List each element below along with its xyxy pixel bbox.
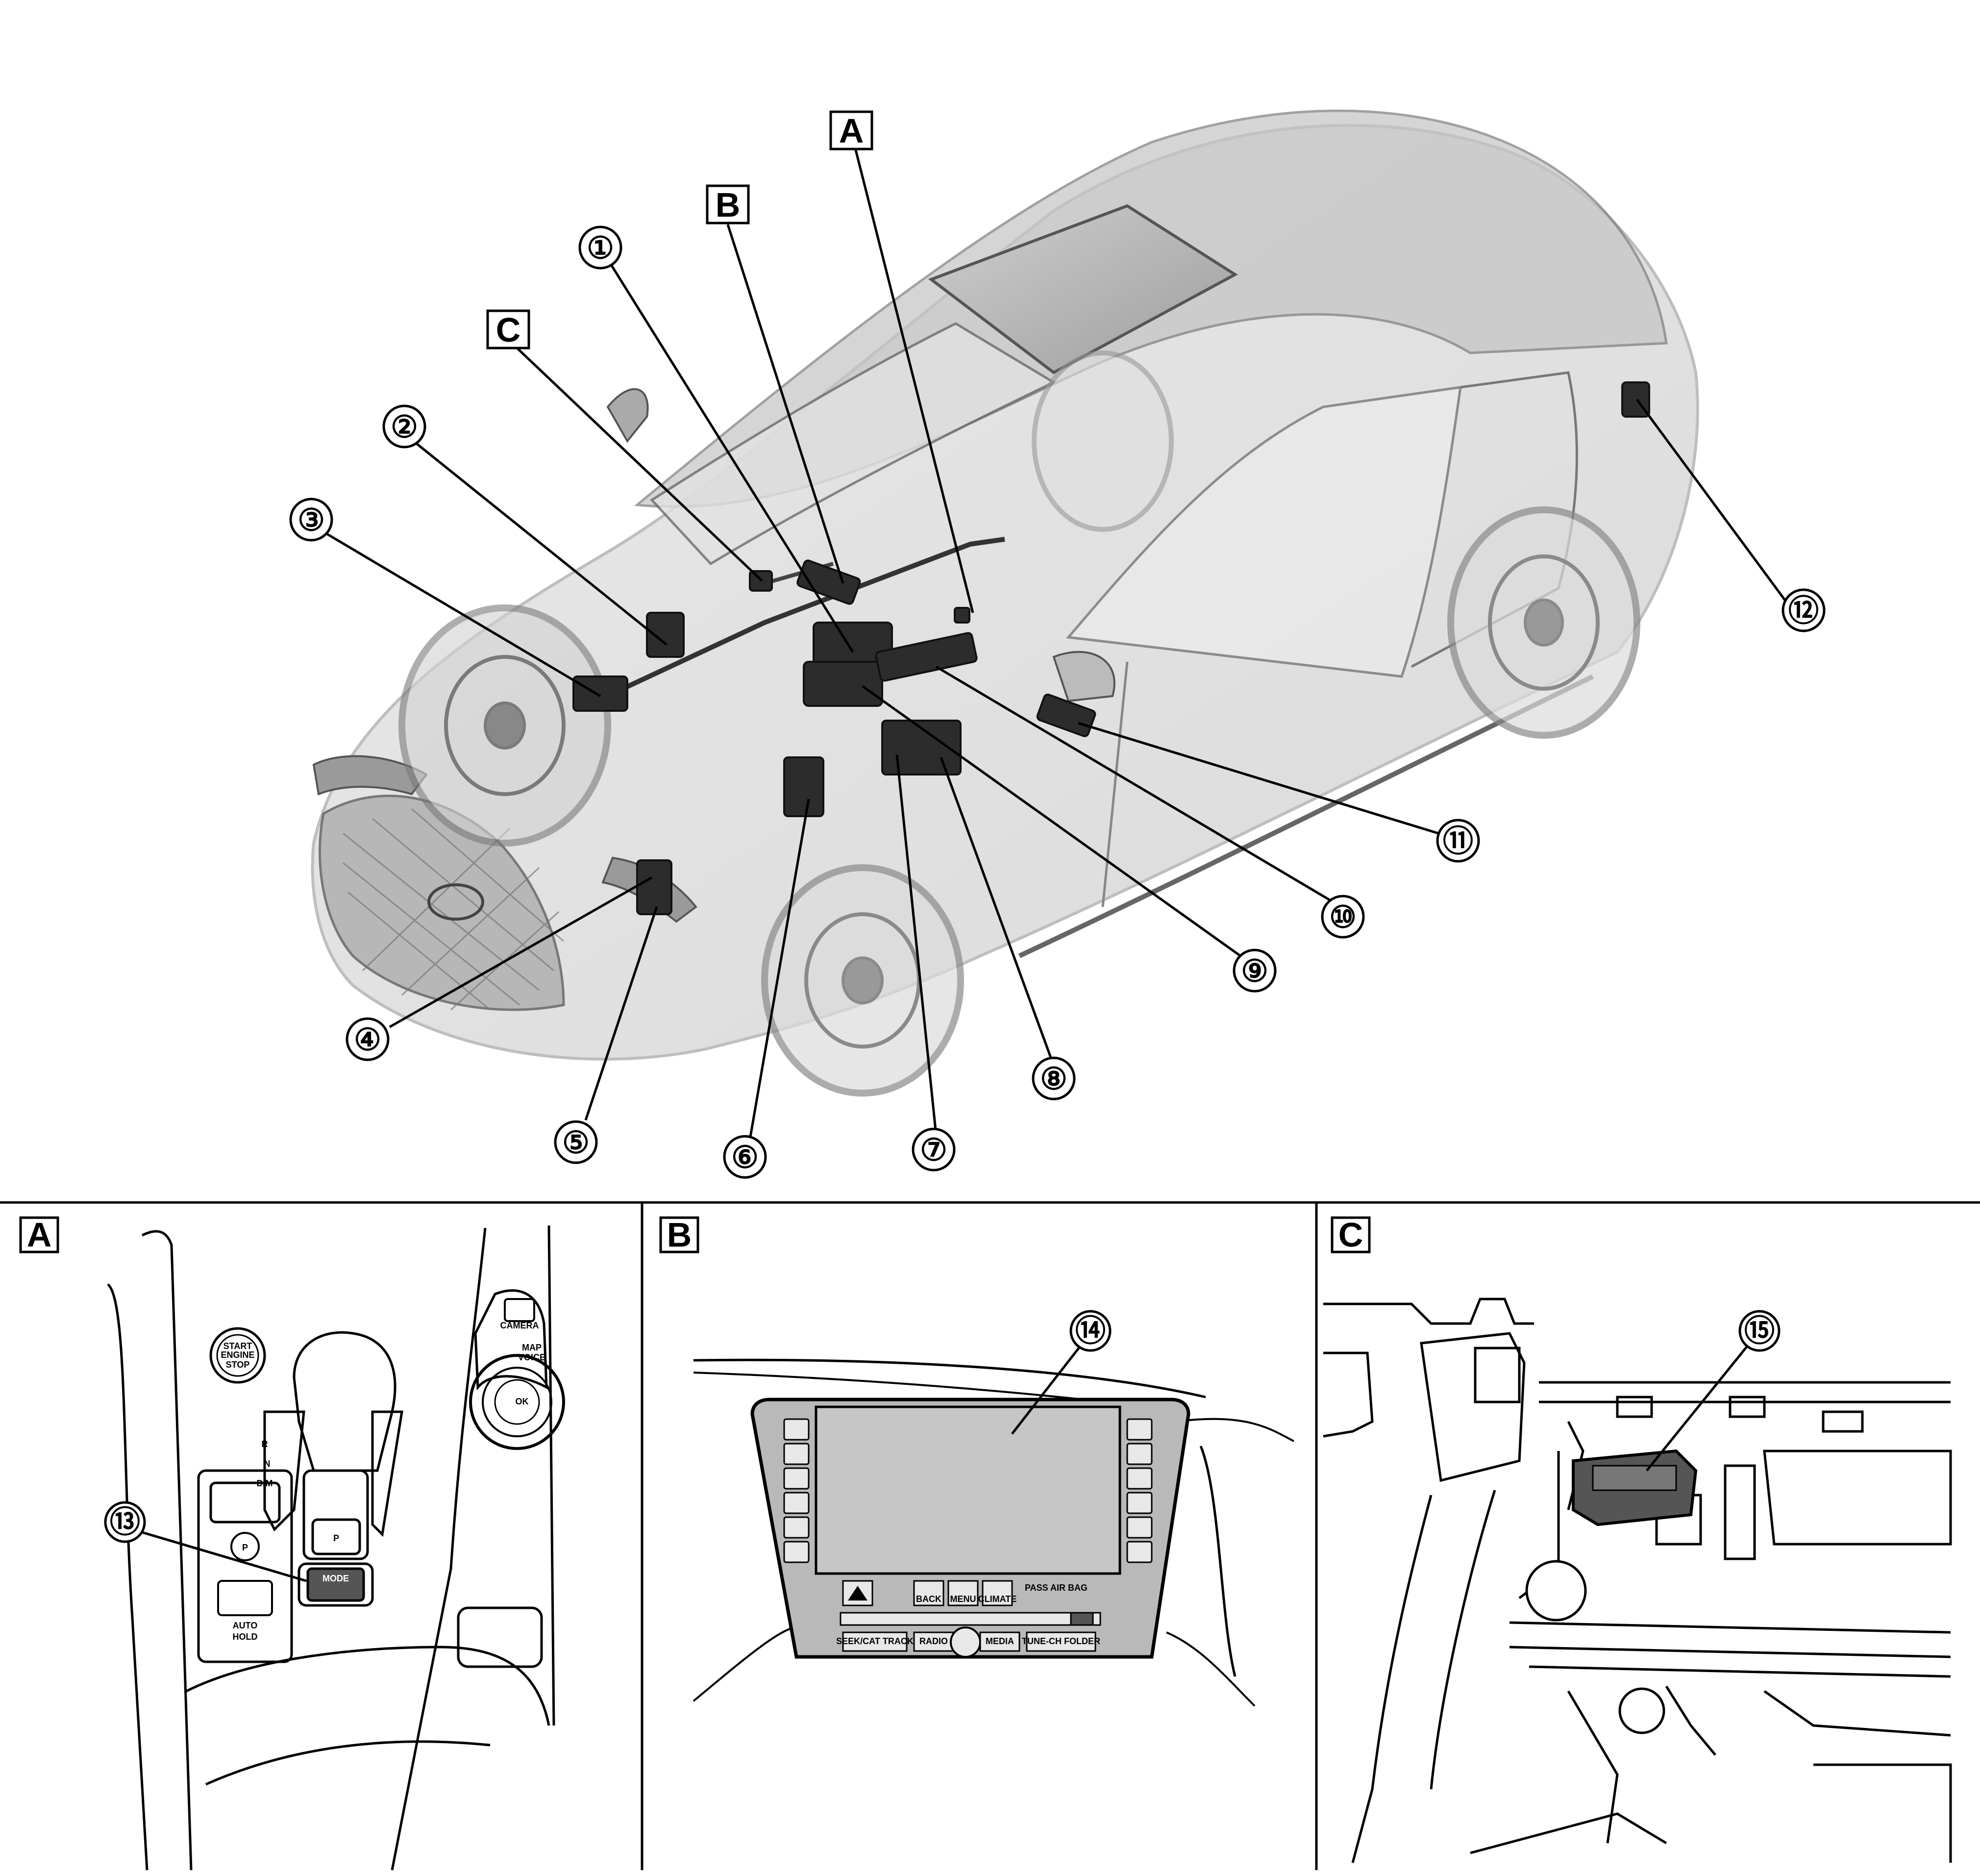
callout-6: ⑥ [723,1135,767,1179]
menu-button-label: MENU [950,1594,976,1604]
climate-button-label: CLIMATE [978,1594,1017,1604]
callout-9: ⑨ [1233,949,1277,993]
parking-brake-icon: P [242,1543,248,1552]
section-marker-a: A [829,110,873,150]
section-marker-c: C [486,309,530,350]
callout-4-label: ④ [354,1023,381,1057]
start-button-label-1: START [223,1341,252,1351]
shift-label-n: N [264,1459,271,1469]
radio-button-label: RADIO [919,1636,948,1646]
start-button-label-3: STOP [226,1360,250,1370]
front-right-wheel [761,864,964,1097]
callout-15-label: ⑮ [1744,1314,1775,1348]
back-button-label: BACK [916,1594,941,1604]
auto-hold-label-1: AUTO [233,1621,258,1630]
callout-3: ③ [289,498,333,542]
callout-11-label: ⑪ [1443,825,1473,858]
start-button-label-2: ENGINE [221,1350,254,1360]
front-left-wheel [398,604,611,847]
callout-12-label: ⑫ [1788,594,1819,628]
callout-7-label: ⑦ [920,1133,947,1167]
section-marker-c-label: C [496,311,521,349]
module-3 [572,675,628,712]
callout-10-label: ⑩ [1329,900,1357,934]
callout-7: ⑦ [912,1127,956,1172]
map-button-label-1: MAP [522,1343,542,1352]
ok-label: OK [516,1397,529,1406]
module-4-5 [636,859,672,915]
auto-hold-label-2: HOLD [233,1632,258,1642]
callout-8-label: ⑧ [1040,1062,1067,1096]
module-a [954,607,970,624]
shift-label-r: R [262,1439,268,1449]
rear-right-wheel [1447,506,1640,739]
detail-panel-b: B BACK MENU [659,1216,1294,1707]
camera-button-label: CAMERA [500,1321,539,1330]
callout-4: ④ [346,1017,390,1061]
module-11 [1036,693,1096,737]
tune-button-label: TUNE-CH FOLDER [1022,1636,1100,1646]
section-marker-b-label: B [716,186,741,224]
leader-lines [322,148,1790,1140]
seek-button-label: SEEK/CAT TRACK [836,1636,914,1646]
section-marker-b: B [706,184,750,225]
module-10 [875,632,978,682]
module-7-8 [881,720,962,775]
vehicle-sunroof [928,204,1238,375]
detail-panel-c: C [1323,1216,1952,1863]
callout-5-label: ⑤ [562,1126,590,1160]
panel-c-header: C [1338,1216,1363,1254]
detail-panel-a: A START ENGINE STOP R [19,1216,565,1871]
mode-button-label: MODE [322,1574,349,1583]
media-button-label: MEDIA [986,1636,1014,1646]
callout-6-label: ⑥ [731,1141,759,1175]
callout-11: ⑪ [1436,819,1480,863]
callout-14-label: ⑭ [1075,1314,1106,1348]
callout-1-label: ① [587,231,614,265]
callout-2-label: ② [391,410,418,444]
callout-10: ⑩ [1321,895,1365,939]
component-modules [572,381,1650,915]
shift-label-dm: D/M [257,1478,273,1488]
callout-5: ⑤ [554,1120,598,1164]
module-9 [803,661,883,707]
callout-13-label: ⑬ [110,1505,140,1539]
shift-label-p: P [333,1533,339,1543]
callout-9-label: ⑨ [1241,954,1268,988]
callout-8: ⑧ [1032,1056,1076,1101]
panel-a-header: A [27,1216,52,1254]
section-marker-a-label: A [839,112,864,150]
vehicle-illustration [311,109,1699,1097]
detail-panel-frame [0,1201,1980,1870]
module-2 [646,612,685,658]
callout-3-label: ③ [297,503,325,537]
module-6 [783,756,824,817]
callout-1: ① [578,225,622,270]
callout-2: ② [382,404,426,449]
pass-airbag-label: PASS AIR BAG [1025,1583,1088,1593]
panel-b-header: B [667,1216,692,1254]
module-b-display [796,559,861,605]
callout-12: ⑫ [1782,588,1826,632]
rear-left-wheel [1032,350,1174,532]
